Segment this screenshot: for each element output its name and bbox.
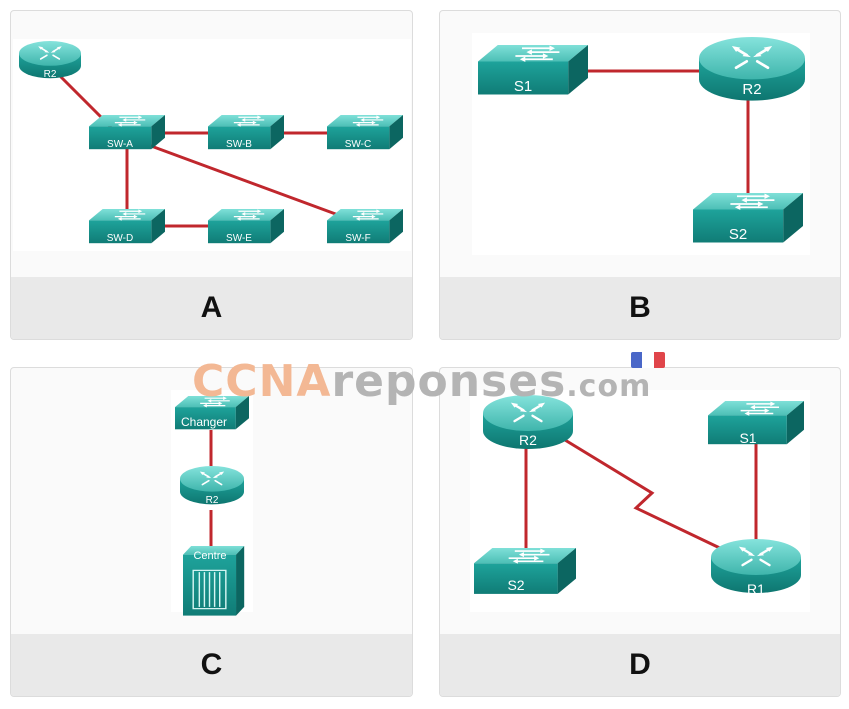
label-server: Centre xyxy=(193,550,226,562)
french-flag-icon xyxy=(631,352,665,368)
label-s2: S2 xyxy=(729,226,747,243)
label-swd: SW-D xyxy=(107,233,133,244)
caption-d: D xyxy=(440,634,840,696)
diagram-c: Changer R2 Centre xyxy=(171,390,253,617)
diagram-d: R2 S1 S2 R1 xyxy=(470,390,810,612)
watermark-com: .com xyxy=(566,369,652,404)
watermark: CCNAreponses.com xyxy=(192,356,651,407)
label-s1: S1 xyxy=(514,78,532,95)
switch-icon xyxy=(692,192,804,244)
serial-link-icon xyxy=(564,438,725,552)
panel-a: R2 SW-A SW-B SW-C SW-D SW-E SW-F A xyxy=(10,10,413,340)
label-swe: SW-E xyxy=(226,233,252,244)
label-r1: R1 xyxy=(747,581,765,597)
label-r2: R2 xyxy=(742,81,761,98)
label-s2: S2 xyxy=(507,577,524,593)
panel-d: R2 S1 S2 R1 D xyxy=(439,367,841,697)
caption-a: A xyxy=(11,277,412,339)
label-s1: S1 xyxy=(739,430,756,446)
switch-icon xyxy=(473,547,577,595)
label-sw: Changer xyxy=(181,415,227,429)
label-swf: SW-F xyxy=(345,233,370,244)
flag-white-stripe xyxy=(642,352,654,368)
watermark-reponses: reponses xyxy=(331,356,567,407)
label-swa: SW-A xyxy=(107,139,133,150)
link-swa-swf xyxy=(142,141,342,218)
label-r2: R2 xyxy=(44,69,57,80)
label-swc: SW-C xyxy=(345,139,371,150)
switch-icon xyxy=(477,44,589,96)
links-d xyxy=(524,438,758,552)
flag-blue-stripe xyxy=(631,352,643,368)
flag-red-stripe xyxy=(653,352,665,368)
links-b xyxy=(585,69,750,193)
diagram-b: S1 R2 S2 xyxy=(472,33,810,255)
panel-c: Changer R2 Centre C xyxy=(10,367,413,697)
label-swb: SW-B xyxy=(226,139,252,150)
panel-b: S1 R2 S2 B xyxy=(439,10,841,340)
caption-c: C xyxy=(11,634,412,696)
label-r2: R2 xyxy=(206,495,219,506)
watermark-ccna: CCNA xyxy=(192,356,332,407)
label-r2: R2 xyxy=(519,432,537,448)
caption-b: B xyxy=(440,277,840,339)
diagram-a: R2 SW-A SW-B SW-C SW-D SW-E SW-F xyxy=(13,39,411,251)
